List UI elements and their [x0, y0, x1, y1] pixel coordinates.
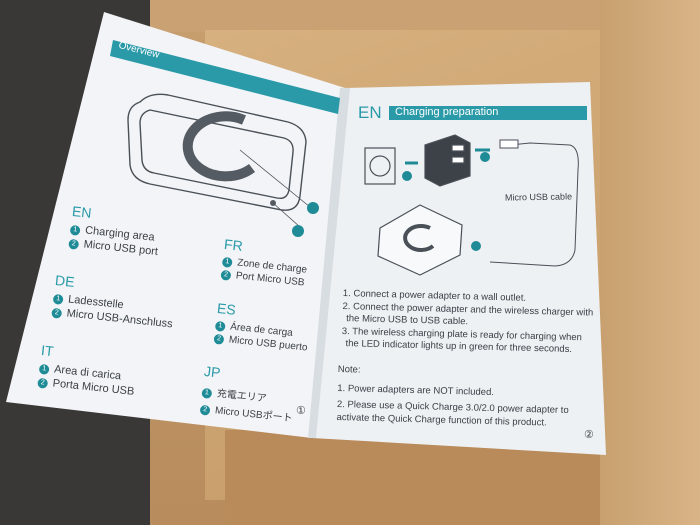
number-badge-2: 2 [51, 307, 63, 319]
callout-1-right [402, 171, 412, 181]
small-charger-drawing [377, 204, 463, 276]
callout-3-right [471, 241, 481, 251]
number-badge-1: 1 [52, 293, 64, 305]
section-title: Charging preparation [395, 106, 499, 118]
number-badge-1: 1 [201, 387, 213, 399]
cardboard-box-right-flap [600, 0, 700, 525]
power-adapter-drawing [424, 134, 471, 187]
cardboard-box-top-flap [150, 0, 650, 32]
booklet-spine [308, 88, 350, 438]
notes-list: Note: 1. Power adapters are NOT included… [336, 363, 569, 430]
cable-label: Micro USB cable [504, 191, 573, 203]
steps-list: 1. Connect a power adapter to a wall out… [341, 288, 594, 357]
number-badge-2: 2 [220, 269, 232, 281]
left-page [6, 12, 345, 438]
callout-2-right [480, 152, 490, 162]
number-badge-2: 2 [68, 238, 80, 250]
number-badge-1: 1 [214, 320, 226, 332]
number-badge-2: 2 [213, 333, 225, 345]
wall-outlet-drawing [364, 147, 396, 185]
number-badge-1: 1 [38, 363, 50, 375]
callout-2-left [292, 225, 304, 237]
right-page [312, 82, 606, 455]
usb-cable-drawing [489, 142, 579, 267]
overview-banner [110, 40, 340, 114]
number-badge-2: 2 [37, 377, 49, 389]
number-badge-2: 2 [199, 404, 211, 416]
number-badge-1: 1 [221, 256, 233, 268]
right-page-lang-code: EN [358, 103, 382, 122]
charging-preparation-banner [389, 106, 587, 120]
number-badge-1: 1 [69, 224, 81, 236]
left-page-number: ① [296, 405, 306, 417]
right-page-number: ② [584, 429, 594, 441]
callout-1-left [307, 202, 319, 214]
charger-pad-drawing [127, 93, 307, 211]
